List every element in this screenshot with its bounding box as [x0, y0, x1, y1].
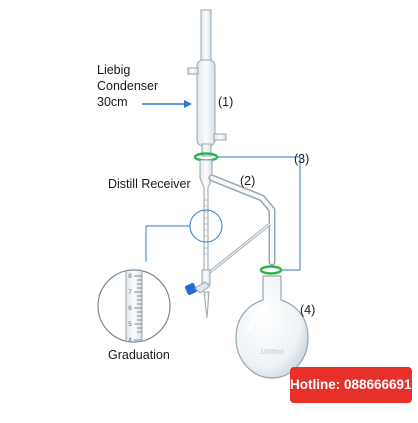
hotline-text: Hotline: 0886666919 — [290, 377, 418, 392]
zoom-tick-label: 7 — [128, 289, 132, 296]
liebig-condenser — [187, 9, 227, 157]
distill-receiver — [185, 159, 276, 319]
clamp-leader-upper — [217, 156, 301, 168]
hotline-banner[interactable]: Hotline: 0886666919 — [290, 367, 418, 403]
condenser-arrowhead — [184, 100, 192, 108]
graduation-zoom: 8 7 6 5 4 — [97, 269, 171, 344]
zoom-tick-label: 4 — [128, 337, 132, 344]
zoom-tick-label: 5 — [128, 321, 132, 328]
drain-tip — [203, 291, 210, 319]
zoom-leader-line — [145, 225, 190, 262]
condenser-water-inlet — [187, 67, 199, 75]
condenser-label-line2: Condenser — [97, 79, 159, 93]
graduation-label: Graduation — [108, 348, 170, 362]
zoom-tick-label: 6 — [128, 305, 132, 312]
stopcock-handle — [185, 283, 197, 295]
round-bottom-flask — [235, 275, 309, 379]
part-label-2: (2) — [240, 174, 256, 188]
joint-clamp-lower — [259, 265, 283, 275]
zoom-tick-label: 8 — [128, 273, 132, 280]
part-label-4: (4) — [300, 303, 316, 317]
joint-clamp-upper — [193, 152, 219, 162]
clamp-leader-lower — [281, 168, 301, 271]
part-label-1: (1) — [218, 95, 234, 109]
condenser-water-outlet — [213, 133, 227, 141]
receiver-label: Distill Receiver — [108, 177, 191, 191]
part-label-3: (3) — [294, 152, 310, 166]
flask-volume-mark: 1000ml — [260, 349, 284, 356]
condenser-label-line1: Liebig — [97, 63, 131, 77]
condenser-label-line3: 30cm — [97, 95, 128, 109]
